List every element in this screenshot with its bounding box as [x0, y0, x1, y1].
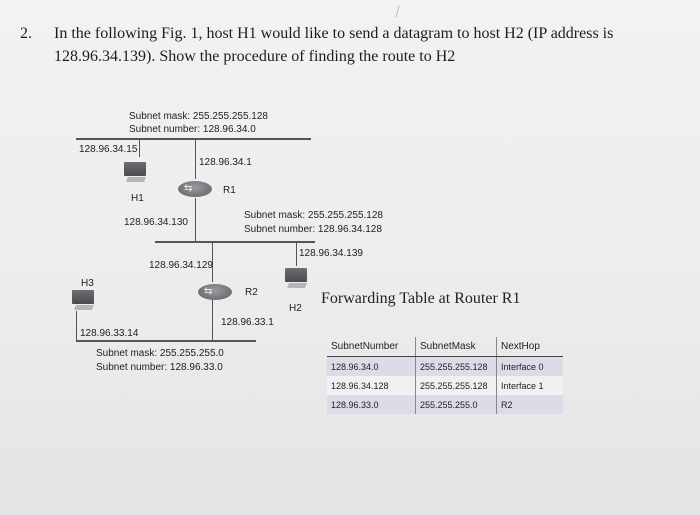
- r1-top-link: [195, 139, 196, 179]
- cell-subnet-mask: 255.255.255.0: [415, 395, 497, 414]
- subnet-33-0-link: [76, 340, 256, 342]
- subnet-34-0-link: [76, 138, 311, 140]
- r1-top-ip: 128.96.34.1: [199, 157, 252, 168]
- r1-label: R1: [223, 185, 236, 196]
- cell-next-hop: R2: [496, 395, 563, 414]
- cell-next-hop: Interface 1: [496, 376, 563, 395]
- r1-mid-ip: 128.96.34.130: [124, 217, 188, 228]
- bottom-subnet-number: Subnet number: 128.96.33.0: [96, 362, 223, 373]
- r2-bottom-link: [212, 300, 213, 340]
- top-subnet-number: Subnet number: 128.96.34.0: [129, 124, 256, 135]
- r2-router-icon: ⇆: [198, 281, 232, 301]
- bottom-subnet-mask: Subnet mask: 255.255.255.0: [96, 348, 224, 359]
- r2-top-link: [212, 242, 213, 282]
- h3-ip: 128.96.33.14: [80, 328, 139, 339]
- cell-next-hop: Interface 0: [496, 356, 563, 376]
- table-row: 128.96.34.0 255.255.255.128 Interface 0: [327, 356, 563, 376]
- cell-subnet-mask: 255.255.255.128: [415, 356, 497, 376]
- table-header-row: SubnetNumber SubnetMask NextHop: [327, 337, 563, 357]
- cell-subnet-mask: 255.255.255.128: [415, 376, 497, 395]
- mid-subnet-mask: Subnet mask: 255.255.255.128: [244, 210, 383, 221]
- h3-drop-link: [76, 311, 77, 341]
- h1-ip: 128.96.34.15: [79, 144, 138, 155]
- question-number: 2.: [20, 25, 32, 42]
- cell-subnet-number: 128.96.33.0: [327, 395, 416, 414]
- header-subnet-mask: SubnetMask: [415, 337, 497, 357]
- r2-top-ip: 128.96.34.129: [149, 260, 213, 271]
- h1-drop-link: [139, 139, 140, 157]
- h2-drop-link: [296, 242, 297, 266]
- subnet-34-128-link: [155, 241, 315, 243]
- mid-subnet-number: Subnet number: 128.96.34.128: [244, 224, 382, 235]
- cell-subnet-number: 128.96.34.0: [327, 356, 416, 376]
- h3-label: H3: [81, 278, 94, 289]
- table-row: 128.96.33.0 255.255.255.0 R2: [327, 395, 563, 414]
- pen-mark: [395, 5, 406, 19]
- h2-label: H2: [289, 303, 302, 314]
- r1-router-icon: ⇆: [178, 178, 212, 198]
- r1-bottom-link: [195, 198, 196, 242]
- h1-label: H1: [131, 193, 144, 204]
- top-subnet-mask: Subnet mask: 255.255.255.128: [129, 111, 268, 122]
- question-line-2: 128.96.34.139). Show the procedure of fi…: [54, 48, 456, 65]
- question-line-1: In the following Fig. 1, host H1 would l…: [54, 25, 614, 42]
- cell-subnet-number: 128.96.34.128: [327, 376, 416, 395]
- forwarding-table: SubnetNumber SubnetMask NextHop 128.96.3…: [327, 337, 563, 414]
- table-row: 128.96.34.128 255.255.255.128 Interface …: [327, 376, 563, 395]
- header-next-hop: NextHop: [496, 337, 563, 357]
- h2-ip: 128.96.34.139: [299, 248, 363, 259]
- header-subnet-number: SubnetNumber: [327, 337, 416, 357]
- r2-label: R2: [245, 287, 258, 298]
- r2-bottom-ip: 128.96.33.1: [221, 317, 274, 328]
- forwarding-table-title: Forwarding Table at Router R1: [321, 290, 521, 307]
